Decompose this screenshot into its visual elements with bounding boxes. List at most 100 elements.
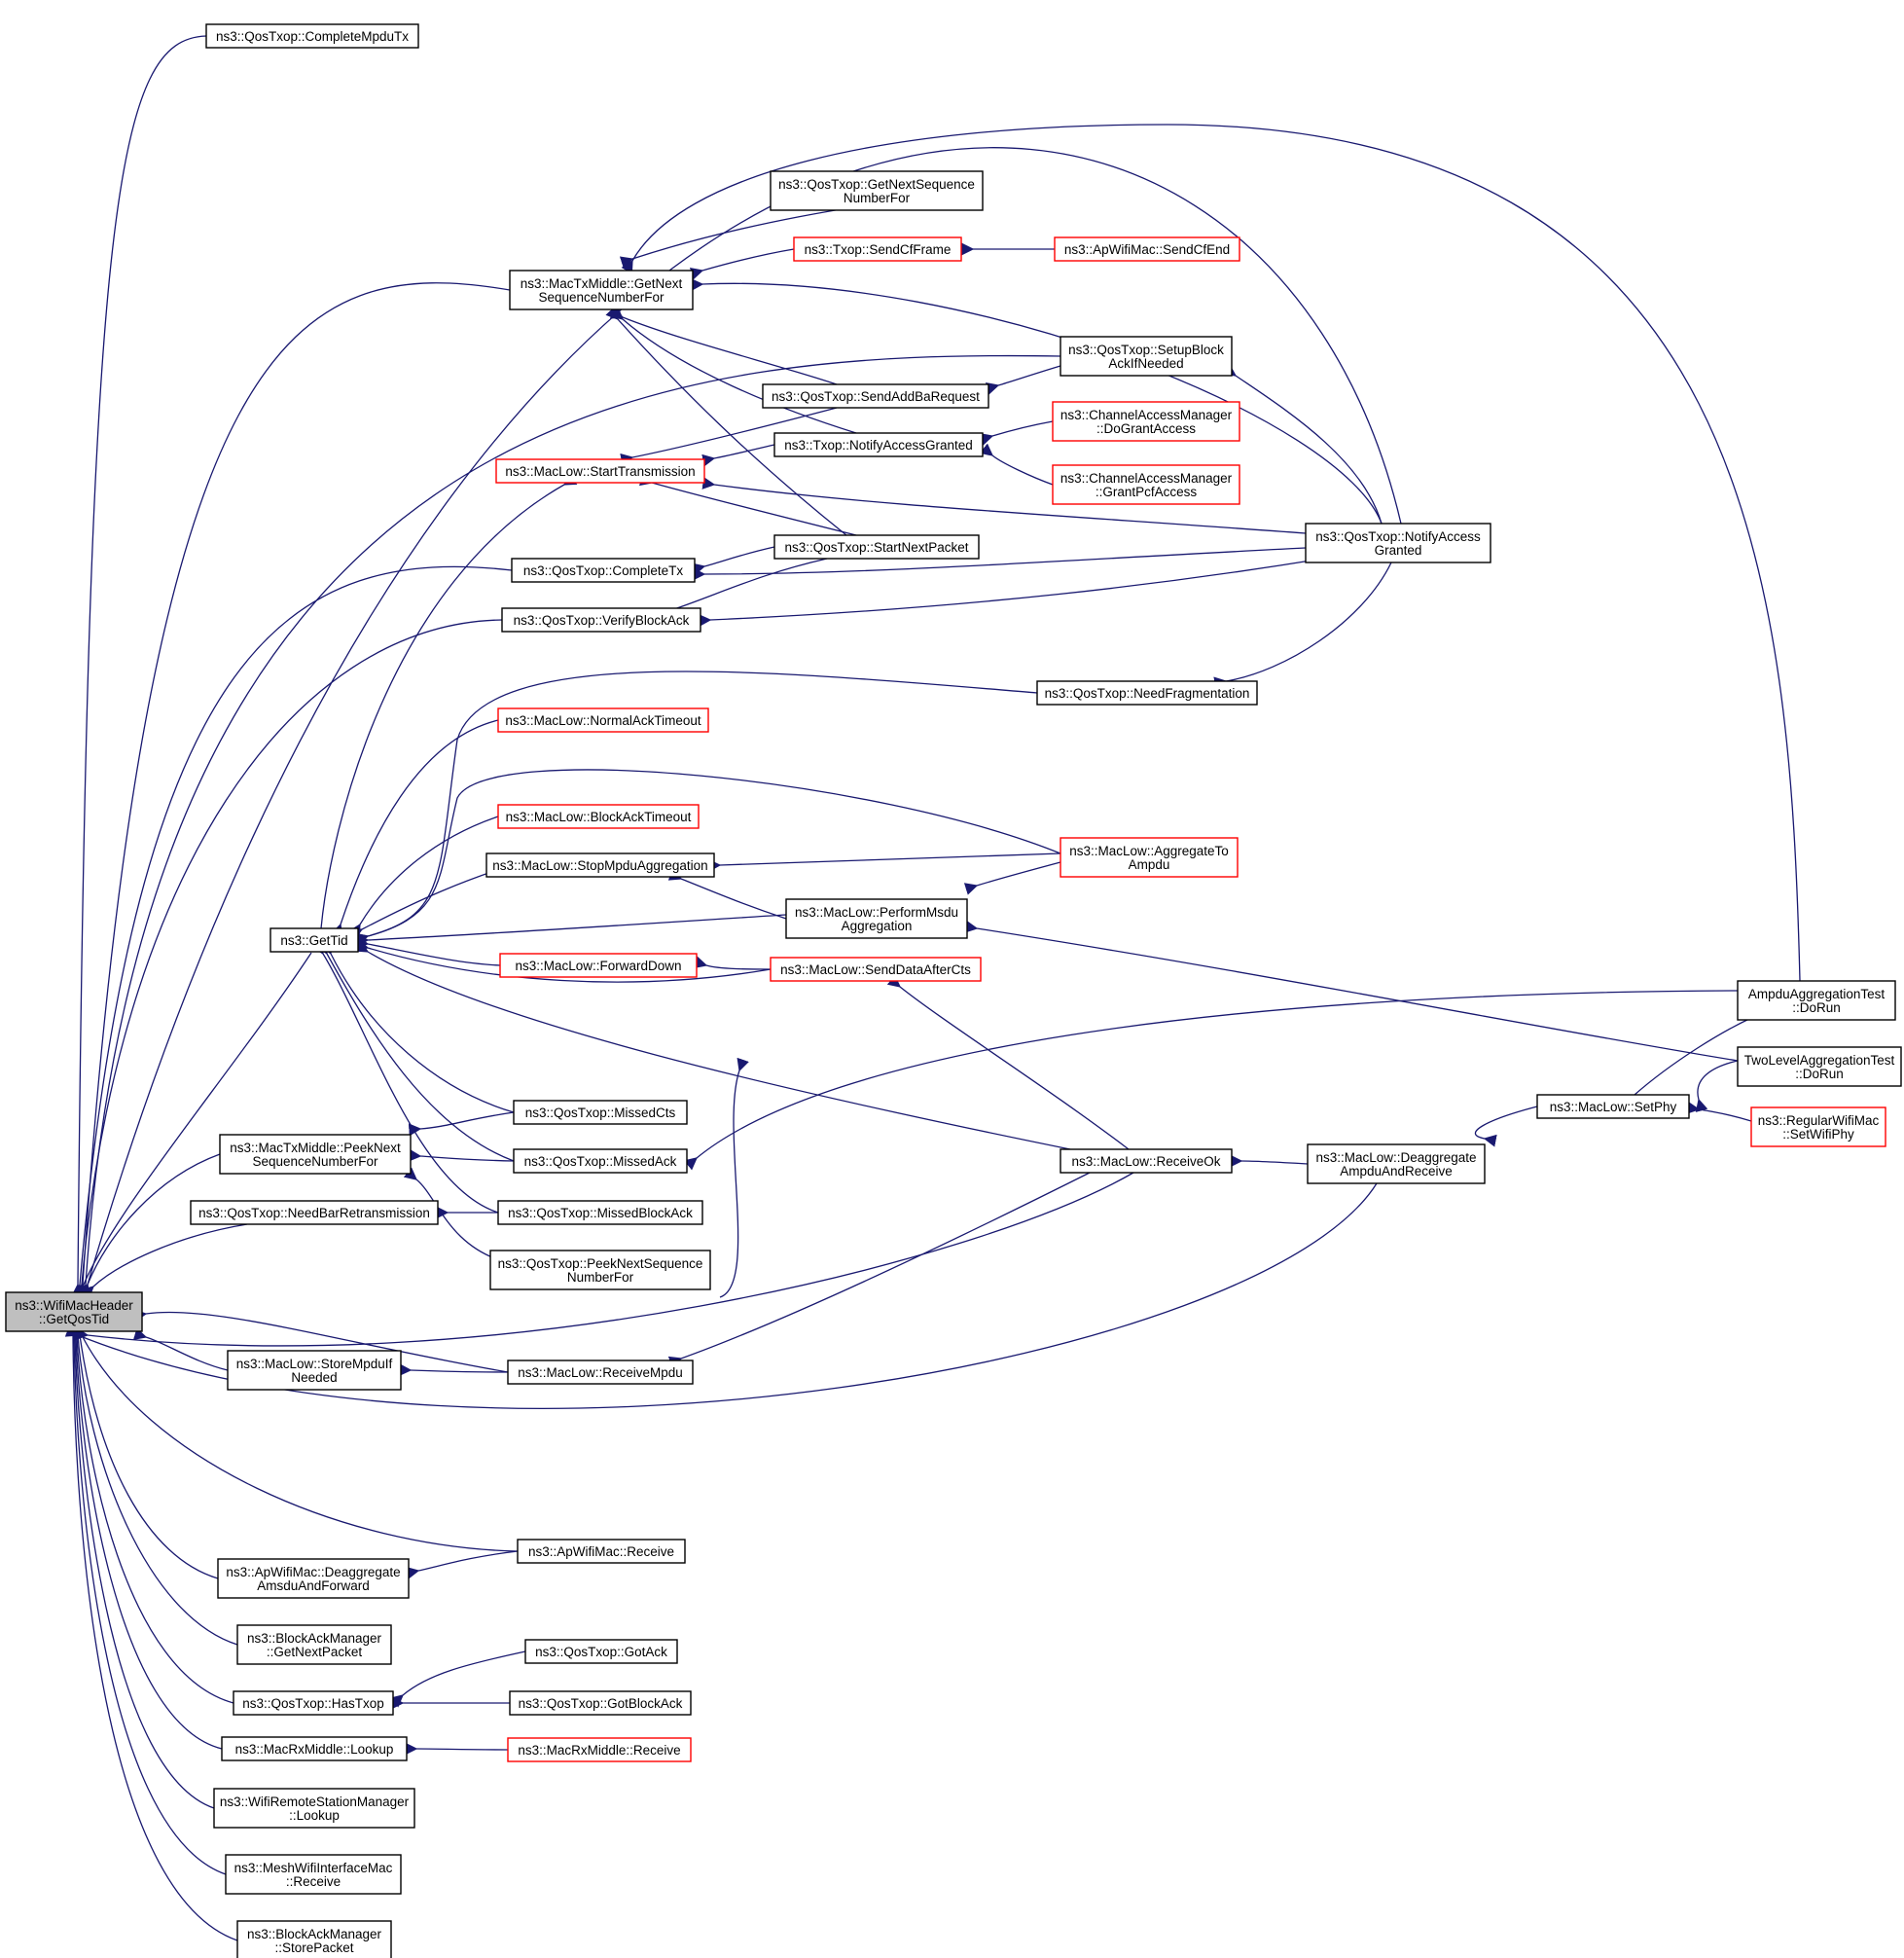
node-rxReceive[interactable]: ns3::MacRxMiddle::Receive (507, 1737, 692, 1762)
node-sendDataAfterCts[interactable]: ns3::MacLow::SendDataAfterCts (770, 957, 982, 982)
node-completeMpduTx[interactable]: ns3::QosTxop::CompleteMpduTx (205, 23, 419, 49)
node-forwardDown[interactable]: ns3::MacLow::ForwardDown (499, 953, 698, 978)
edge-path (73, 952, 312, 1298)
edge-path (77, 1153, 221, 1298)
node-label: ns3::GetTid (280, 933, 347, 948)
node-sendAddBa[interactable]: ns3::QosTxop::SendAddBaRequest (762, 383, 989, 409)
edge-path (683, 990, 1739, 1171)
node-txopNotify[interactable]: ns3::Txop::NotifyAccessGranted (773, 432, 984, 457)
node-box (227, 1350, 402, 1391)
node-label: ns3::QosTxop::MissedAck (524, 1154, 677, 1169)
node-verifyBlockAck[interactable]: ns3::QosTxop::VerifyBlockAck (501, 607, 701, 633)
node-receiveMpdu[interactable]: ns3::MacLow::ReceiveMpdu (507, 1360, 694, 1385)
node-label: ns3::MacLow::SendDataAfterCts (780, 962, 971, 977)
node-normalAckTimeout[interactable]: ns3::MacLow::NormalAckTimeout (497, 707, 709, 733)
node-twoLevelTest[interactable]: TwoLevelAggregationTest::DoRun (1737, 1046, 1902, 1087)
node-missedAck[interactable]: ns3::QosTxop::MissedAck (513, 1148, 688, 1174)
node-peekNextMacTx[interactable]: ns3::MacTxMiddle::PeekNextSequenceNumber… (219, 1134, 412, 1175)
node-needBar[interactable]: ns3::QosTxop::NeedBarRetransmission (190, 1200, 439, 1225)
node-gotAck[interactable]: ns3::QosTxop::GotAck (524, 1639, 678, 1664)
edge-path (406, 1550, 519, 1579)
edge-path (667, 1172, 1091, 1369)
node-label: ns3::ApWifiMac::SendCfEnd (1064, 242, 1230, 257)
node-wrsmLookup[interactable]: ns3::WifiRemoteStationManager::Lookup (213, 1788, 415, 1829)
node-needFrag[interactable]: ns3::QosTxop::NeedFragmentation (1036, 680, 1258, 706)
node-missedCts[interactable]: ns3::QosTxop::MissedCts (513, 1100, 688, 1125)
edge-path (692, 546, 775, 576)
node-label: ns3::QosTxop::HasTxop (242, 1696, 384, 1711)
node-root[interactable]: ns3::WifiMacHeader::GetQosTid (5, 1291, 143, 1332)
node-label: ::Receive (286, 1874, 341, 1889)
node-bamStore[interactable]: ns3::BlockAckManager::StorePacket (236, 1920, 392, 1958)
node-apDeagg[interactable]: ns3::ApWifiMac::DeaggregateAmsduAndForwa… (217, 1558, 410, 1599)
node-blockAckTimeout[interactable]: ns3::MacLow::BlockAckTimeout (497, 804, 700, 829)
node-txopSendCfFrame[interactable]: ns3::Txop::SendCfFrame (793, 236, 962, 262)
edge-setupBlockAck (78, 354, 1061, 1297)
node-label: AmsduAndForward (257, 1578, 370, 1593)
node-setPhy[interactable]: ns3::MacLow::SetPhy (1536, 1094, 1690, 1119)
edge-txopNotify (609, 307, 857, 434)
node-ampduTest[interactable]: AmpduAggregationTest::DoRun (1737, 980, 1896, 1021)
node-label: ns3::MacLow::ForwardDown (515, 959, 681, 973)
node-qosNotify[interactable]: ns3::QosTxop::NotifyAccessGranted (1305, 523, 1491, 563)
node-apReceive[interactable]: ns3::ApWifiMac::Receive (517, 1539, 686, 1564)
edge-meshReceive (67, 1323, 227, 1875)
node-stopMpdu[interactable]: ns3::MacLow::StopMpduAggregation (485, 852, 715, 878)
edge-path (408, 1111, 515, 1137)
node-bamGetNext[interactable]: ns3::BlockAckManager::GetNextPacket (236, 1624, 392, 1665)
node-box (524, 1639, 678, 1664)
node-doGrantAccess[interactable]: ns3::ChannelAccessManager::DoGrantAccess (1052, 401, 1240, 442)
node-startNextPacket[interactable]: ns3::QosTxop::StartNextPacket (773, 534, 980, 560)
node-getTid[interactable]: ns3::GetTid (269, 927, 359, 953)
edge-sendAddBa (609, 307, 838, 385)
node-rxLookup[interactable]: ns3::MacRxMiddle::Lookup (221, 1736, 408, 1761)
edge-path (399, 1363, 509, 1377)
node-label: ns3::ChannelAccessManager (1060, 471, 1233, 486)
edge-path (658, 558, 828, 620)
edge-qosNotify-top (78, 147, 1402, 1298)
edge-deaggAmpdu-ro (1230, 1154, 1309, 1168)
node-missedBlockAck[interactable]: ns3::QosTxop::MissedBlockAck (497, 1200, 703, 1225)
edge-path (719, 1057, 749, 1298)
node-grantPcf[interactable]: ns3::ChannelAccessManager::GrantPcfAcces… (1052, 464, 1240, 505)
node-label: ns3::MacLow::ReceiveMpdu (518, 1365, 683, 1380)
node-label: ns3::MacLow::ReceiveOk (1071, 1154, 1220, 1169)
edge-path (70, 1322, 519, 1552)
node-box (1060, 336, 1233, 377)
edge-path (75, 1172, 1134, 1347)
edge-performMsdu-low (719, 1057, 749, 1298)
node-box (1054, 236, 1240, 262)
node-gotBlockAck[interactable]: ns3::QosTxop::GotBlockAck (509, 1690, 692, 1716)
node-receiveOk[interactable]: ns3::MacLow::ReceiveOk (1060, 1148, 1233, 1174)
node-macTxGetNext[interactable]: ns3::MacTxMiddle::GetNextSequenceNumberF… (509, 270, 694, 310)
edge-performMsdu-sm (667, 868, 787, 920)
node-apSendCfEnd[interactable]: ns3::ApWifiMac::SendCfEnd (1054, 236, 1240, 262)
node-regularSetWifiPhy[interactable]: ns3::RegularWifiMac::SetWifiPhy (1750, 1106, 1886, 1147)
node-startTransmission[interactable]: ns3::MacLow::StartTransmission (495, 458, 705, 484)
edge-path (74, 619, 503, 1297)
node-label: ns3::MacLow::StoreMpduIf (236, 1357, 393, 1371)
node-completeTx[interactable]: ns3::QosTxop::CompleteTx (511, 558, 696, 583)
node-meshReceive[interactable]: ns3::MeshWifiInterfaceMac::Receive (225, 1854, 402, 1895)
edge-aggregateTo-pm (963, 861, 1061, 895)
node-label: ns3::MacRxMiddle::Lookup (235, 1742, 394, 1757)
node-box (213, 1788, 415, 1829)
node-box (219, 1134, 412, 1175)
node-label: ns3::QosTxop::GetNextSequence (778, 177, 975, 192)
node-label: ::GrantPcfAccess (1096, 485, 1198, 499)
node-label: ns3::RegularWifiMac (1758, 1113, 1880, 1128)
node-label: ns3::WifiRemoteStationManager (220, 1795, 410, 1809)
edge-receiveMpdu (133, 1309, 509, 1373)
node-label: ns3::Txop::SendCfFrame (805, 242, 952, 257)
node-box (217, 1558, 410, 1599)
edge-qosNotify-st (701, 477, 1307, 534)
edge-path (964, 920, 1739, 1062)
node-hasTxop[interactable]: ns3::QosTxop::HasTxop (233, 1690, 394, 1716)
